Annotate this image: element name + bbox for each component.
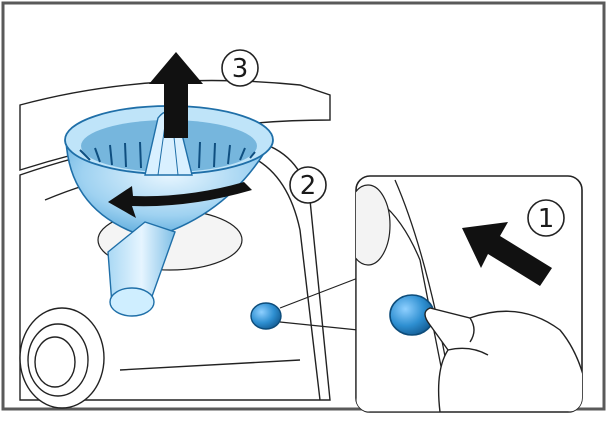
arrow-left-up-icon <box>462 222 552 286</box>
citrus-juicer <box>64 105 274 317</box>
step-3-marker: 3 <box>221 49 259 87</box>
svg-text:3: 3 <box>232 54 249 84</box>
detail-inset <box>355 175 583 413</box>
release-button <box>250 302 282 330</box>
arrow-up-icon <box>149 52 203 138</box>
step-2-marker: 2 <box>289 166 327 204</box>
pressing-hand <box>424 307 582 412</box>
callout-lines <box>279 277 359 331</box>
side-knob <box>19 307 105 409</box>
svg-text:1: 1 <box>538 204 555 234</box>
arrow-curved-left-icon <box>108 182 252 218</box>
svg-text:2: 2 <box>300 171 317 201</box>
step-1-marker: 1 <box>527 199 565 237</box>
